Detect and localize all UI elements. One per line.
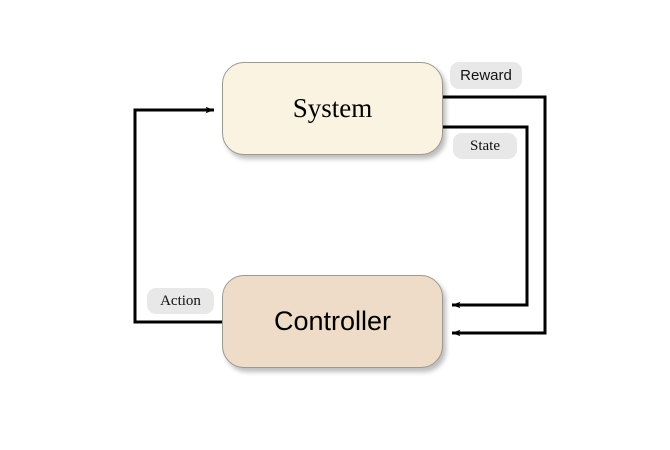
block-system[interactable]: System: [222, 62, 443, 155]
signal-label-reward-text: Reward: [460, 67, 512, 84]
signal-label-reward: Reward: [450, 62, 522, 89]
block-controller-label: Controller: [273, 306, 392, 336]
block-controller[interactable]: Controller: [222, 275, 443, 368]
signal-label-action: Action: [147, 288, 214, 314]
signal-label-action-text: Action: [160, 292, 201, 309]
signal-label-state-text: State: [470, 137, 500, 154]
edge-state: [443, 125, 529, 309]
block-system-label: System: [292, 93, 373, 123]
signal-label-state: State: [453, 133, 517, 159]
edge-reward: [443, 95, 547, 337]
edge-action: [133, 106, 222, 324]
